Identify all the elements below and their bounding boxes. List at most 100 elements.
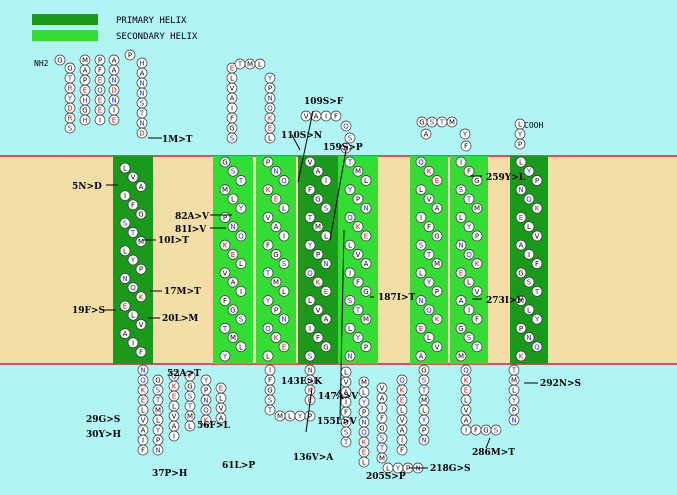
residue: N xyxy=(304,364,316,376)
residue-letter: S xyxy=(380,435,385,443)
residue: G xyxy=(418,364,430,376)
residue-letter: P xyxy=(83,77,87,85)
residue: E xyxy=(94,74,106,86)
residue-circle xyxy=(219,184,231,196)
residue-letter: Y xyxy=(426,279,432,287)
mutation-arrow xyxy=(335,389,341,397)
residue-circle xyxy=(360,313,372,325)
residue-circle xyxy=(270,249,282,260)
residue-letter: K xyxy=(535,205,540,213)
residue-letter: E xyxy=(98,97,102,105)
residue: K xyxy=(531,202,543,214)
residue: Y xyxy=(235,202,247,214)
residue-circle xyxy=(471,202,483,214)
residue: M xyxy=(135,236,147,247)
residue-circle xyxy=(127,254,139,266)
residue: V xyxy=(226,82,238,94)
residue: A xyxy=(420,128,432,140)
residue: S xyxy=(463,332,475,343)
residue: Y xyxy=(294,410,306,422)
residue-circle xyxy=(460,140,472,152)
residue-circle xyxy=(330,110,342,122)
residue-letter: D xyxy=(111,87,116,95)
residue-letter: K xyxy=(475,260,480,268)
residue-letter: A xyxy=(419,353,424,361)
residue-circle xyxy=(360,230,372,242)
residue-circle xyxy=(463,165,475,177)
residue-letter: A xyxy=(424,131,429,139)
residue: F xyxy=(531,258,543,269)
residue: V xyxy=(431,341,443,353)
residue-letter: R xyxy=(68,85,73,93)
residue: L xyxy=(127,309,139,321)
residue-circle xyxy=(219,322,231,334)
residue-letter: P xyxy=(316,251,320,259)
residue-circle xyxy=(471,258,483,269)
residue-letter: E xyxy=(364,232,368,240)
residue-letter: L xyxy=(419,269,423,277)
residue-letter: T xyxy=(466,195,472,203)
residue-letter: S xyxy=(156,387,161,395)
residue: V xyxy=(340,376,352,388)
residue: N xyxy=(455,239,467,251)
residue-letter: H xyxy=(139,60,144,68)
residue-letter: P xyxy=(308,413,312,421)
residue-letter: L xyxy=(123,165,127,173)
residue-letter: A xyxy=(112,67,117,75)
residue-letter: F xyxy=(266,242,270,250)
residue-letter: E xyxy=(362,449,366,457)
residue: T xyxy=(235,175,247,186)
residue: G xyxy=(79,104,91,116)
residue: P xyxy=(79,74,91,86)
residue-letter: G xyxy=(421,367,426,375)
residue-letter: A xyxy=(231,279,236,287)
residue: A xyxy=(310,110,322,122)
residue-circle xyxy=(304,295,316,306)
residue-letter: G xyxy=(483,427,488,435)
residue-letter: I xyxy=(381,405,383,413)
residue-circle xyxy=(340,142,352,154)
residue: M xyxy=(418,394,430,406)
residue-letter: A xyxy=(141,427,146,435)
residue-letter: L xyxy=(123,247,127,255)
residue-chain: GGTRYDRSMAPEHGHPFEQEEIAANDNIEPHANNSTNDLV… xyxy=(54,49,543,474)
residue-letter: M xyxy=(222,186,228,194)
residue-circle xyxy=(471,230,483,242)
residue: I xyxy=(344,267,356,279)
residue: I xyxy=(119,190,131,201)
residue: V xyxy=(352,249,364,260)
residue-letter: T xyxy=(267,407,273,415)
residue-letter: K xyxy=(308,387,313,395)
residue: I xyxy=(320,110,332,122)
residue-letter: Y xyxy=(307,242,313,250)
residue: L xyxy=(344,239,356,251)
residue-letter: P xyxy=(406,465,410,473)
residue: P xyxy=(508,404,520,416)
residue-letter: K xyxy=(274,334,279,342)
residue: K xyxy=(352,221,364,233)
residue: E xyxy=(455,267,467,279)
residue-letter: N xyxy=(511,417,516,425)
residue-circle xyxy=(463,304,475,316)
residue: S xyxy=(415,239,427,251)
residue-letter: A xyxy=(219,415,224,423)
residue-letter: Q xyxy=(347,214,353,222)
mutation-label: 110S>N xyxy=(281,131,322,141)
residue: K xyxy=(312,276,324,288)
residue-circle xyxy=(531,202,543,214)
residue: S xyxy=(344,295,356,306)
residue-letter: Q xyxy=(463,367,469,375)
residue-circle xyxy=(515,267,527,279)
residue: Q xyxy=(415,156,427,168)
residue: F xyxy=(423,221,435,233)
residue-circle xyxy=(344,184,356,196)
residue-circle xyxy=(360,175,372,186)
residue-circle xyxy=(119,245,131,257)
residue-circle xyxy=(344,267,356,279)
residue-letter: T xyxy=(187,403,193,411)
residue: S xyxy=(340,426,352,438)
residue-letter: P xyxy=(156,437,160,445)
residue: E xyxy=(108,114,120,126)
residue: K xyxy=(264,112,276,124)
residue-circle xyxy=(270,193,282,205)
